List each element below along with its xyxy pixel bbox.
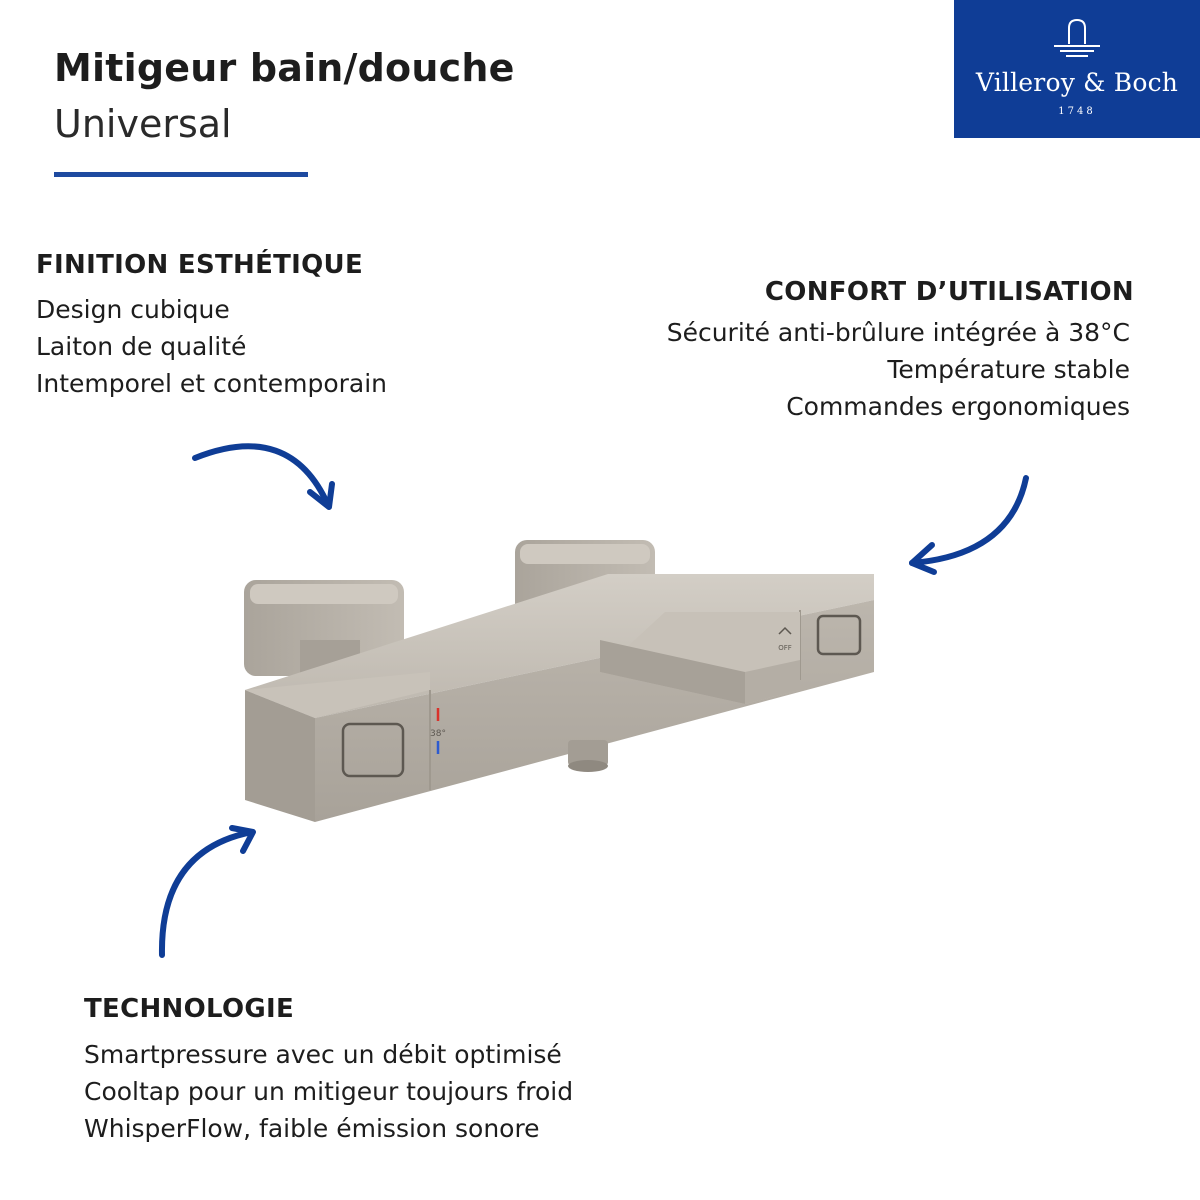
finition-heading: FINITION ESTHÉTIQUE [36, 250, 364, 280]
finition-list: Design cubique Laiton de qualité Intempo… [36, 291, 387, 402]
list-item: Cooltap pour un mitigeur toujours froid [84, 1077, 574, 1106]
temperature-mark: 38° [430, 729, 446, 739]
list-item: Commandes ergonomiques [786, 392, 1130, 421]
list-item: WhisperFlow, faible émission sonore [84, 1114, 540, 1143]
arrow-icon [192, 443, 335, 510]
chevron-up-icon [778, 626, 792, 635]
logo-arch-icon [1054, 18, 1100, 57]
body-left-end [245, 690, 315, 822]
brand-logo: Villeroy & Boch 1748 [954, 0, 1200, 138]
off-mark: OFF [778, 644, 792, 652]
list-item: Sécurité anti-brûlure intégrée à 38°C [666, 318, 1130, 347]
outlet-connector [568, 740, 608, 772]
page-subtitle: Universal [54, 102, 232, 146]
spout [600, 612, 800, 704]
list-item: Température stable [887, 355, 1130, 384]
list-item: Intemporel et contemporain [36, 369, 388, 398]
brand-year: 1748 [1058, 106, 1096, 117]
temperature-handle-button [341, 722, 405, 778]
list-item: Laiton de qualité [36, 332, 247, 361]
title-underline [54, 172, 308, 177]
list-item: Smartpressure avec un débit optimisé [84, 1040, 562, 1069]
arrow-icon [158, 825, 256, 958]
confort-list: Sécurité anti-brûlure intégrée à 38°C Te… [667, 314, 1130, 425]
confort-heading: CONFORT D’UTILISATION [764, 277, 1134, 307]
flow-handle-button [816, 614, 862, 656]
technologie-list: Smartpressure avec un débit optimisé Coo… [84, 1036, 573, 1147]
brand-name: Villeroy & Boch [975, 68, 1179, 97]
arrow-icon [909, 475, 1029, 575]
page-title: Mitigeur bain/douche [54, 46, 515, 90]
list-item: Design cubique [36, 295, 230, 324]
technologie-heading: TECHNOLOGIE [84, 994, 295, 1024]
